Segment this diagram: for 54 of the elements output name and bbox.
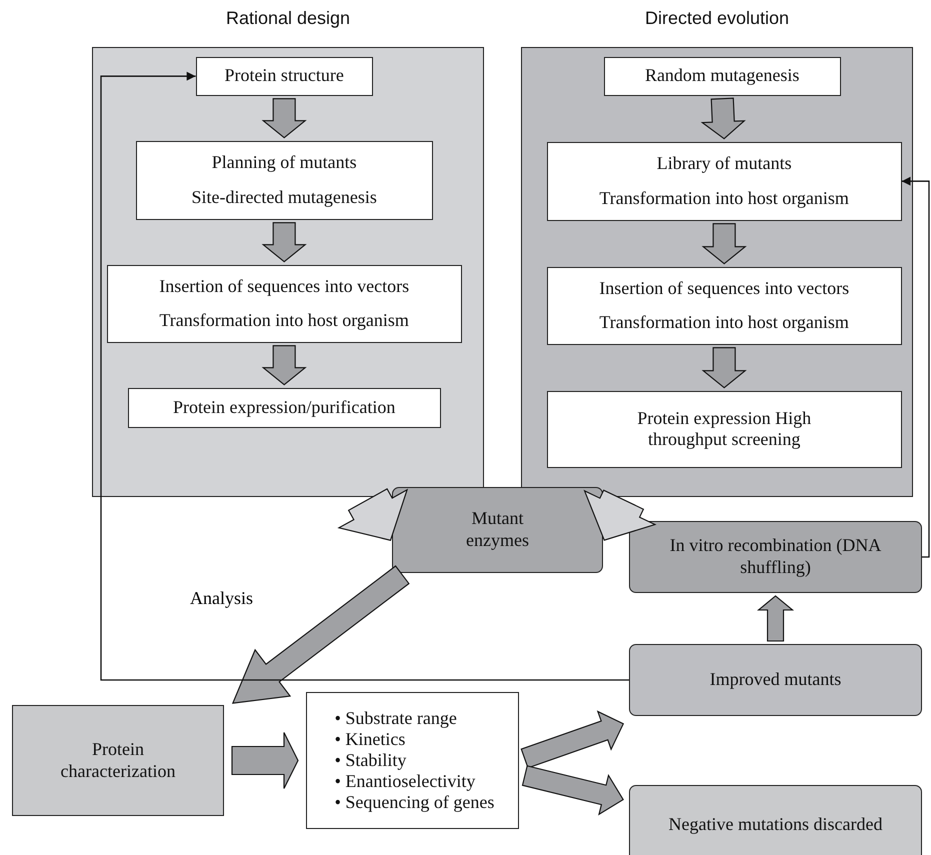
panel-heading: Directed evolution [644,8,790,30]
box-label: Planning of mutants [212,152,357,174]
block-arrow [337,488,408,541]
box-label: Transformation into host organism [599,312,849,334]
box-label: Negative mutations discarded [668,814,882,836]
arrow [902,176,930,558]
list-item: • Substrate range [334,708,458,729]
process-box [546,390,902,468]
process-box [392,487,603,573]
list-box [306,692,519,829]
edge-label: Analysis [190,588,253,609]
process-box [128,388,441,428]
block-arrow [584,489,657,541]
process-box [629,785,922,855]
block-arrow [700,98,746,140]
box-label: Insertion of sequences into vectors [599,278,850,300]
list-item: • Stability [334,750,408,772]
process-box [604,56,841,96]
box-label: Mutant enzymes [465,508,530,552]
box-label: Improved mutants [710,669,842,691]
process-box [12,705,224,816]
panel-heading: Rational design [224,8,352,30]
block-arrow [262,345,307,386]
list-item: • Enantioselectivity [334,771,476,792]
block-arrow [522,765,624,816]
process-box [106,264,462,343]
block-arrow [702,223,747,264]
box-label: Protein expression High throughput screening [636,408,812,451]
box-label: In vitro recombination (DNA shuffling) [668,535,882,579]
box-label: Protein expression/purification [172,396,396,418]
block-arrow [232,565,410,704]
box-label: Protein characterization [60,738,176,782]
box-label: Protein structure [224,65,344,87]
box-label: Random mutagenesis [644,65,800,87]
block-arrow [262,222,307,262]
block-arrow [262,98,307,138]
process-box [546,142,902,221]
box-label: Site-directed mutagenesis [191,186,377,208]
box-label: Insertion of sequences into vectors [159,276,410,298]
process-box [136,140,433,220]
process-box [196,56,373,96]
process-box [629,644,922,716]
process-box [546,266,902,345]
block-arrow [702,347,747,388]
box-label: Transformation into host organism [599,188,849,210]
block-arrow [756,595,794,642]
block-arrow [231,732,299,790]
block-arrow [520,710,624,769]
process-box [629,521,922,593]
box-label: Transformation into host organism [159,310,409,332]
arrow [100,72,629,681]
list-item: • Sequencing of genes [334,792,494,814]
box-label: Library of mutants [656,153,792,175]
list-item: • Kinetics [334,728,406,750]
